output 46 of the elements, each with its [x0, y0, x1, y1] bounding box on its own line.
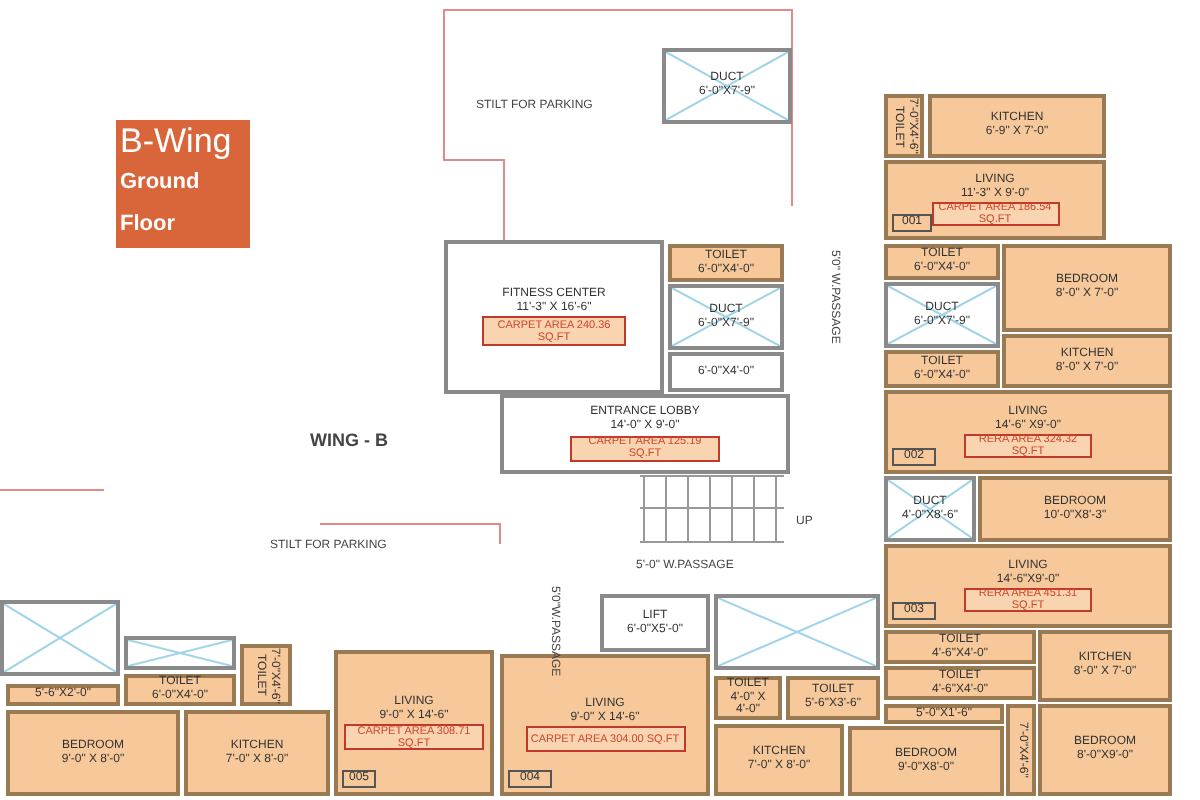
room-area	[500, 394, 790, 474]
room-area	[6, 710, 180, 796]
room-area	[1002, 334, 1172, 388]
room-area	[928, 94, 1106, 158]
room-area	[714, 724, 844, 796]
flat-number-tag	[892, 448, 936, 466]
room-area	[714, 676, 782, 720]
room-area	[884, 350, 1000, 388]
room-area	[848, 726, 1004, 796]
room-area	[444, 240, 664, 394]
area-tag	[964, 434, 1092, 459]
room-area	[668, 352, 784, 392]
flat-number-tag	[342, 770, 376, 788]
area-tag	[525, 726, 685, 753]
area-tag	[964, 588, 1092, 613]
room-area	[1006, 704, 1036, 796]
room-area	[786, 676, 880, 720]
title-text: B-Wing	[120, 124, 232, 162]
room-area	[600, 594, 710, 652]
room-area	[884, 160, 1106, 240]
flat-number-tag	[892, 214, 932, 232]
subtitle-text: Ground Floor	[120, 167, 200, 240]
room-area	[884, 544, 1172, 628]
room-area	[978, 476, 1172, 542]
room-area	[884, 666, 1036, 700]
room-area	[1038, 630, 1172, 702]
room-area	[884, 630, 1036, 664]
area-label: WING - B	[310, 430, 388, 450]
room-area	[334, 650, 494, 796]
flat-number-tag	[508, 770, 552, 788]
room-area	[884, 94, 924, 158]
room-area	[884, 704, 1004, 724]
area-tag	[344, 724, 484, 751]
room-area	[1038, 704, 1172, 796]
room-area	[124, 674, 236, 706]
flat-number-tag	[892, 602, 936, 620]
room-area	[1002, 244, 1172, 332]
room-area	[884, 390, 1172, 474]
title-panel	[116, 120, 250, 248]
room-area	[668, 244, 784, 282]
room-area	[884, 244, 1000, 280]
room-area	[6, 684, 120, 706]
area-tag	[482, 316, 626, 347]
room-area	[184, 710, 330, 796]
area-tag	[570, 435, 720, 462]
room-area	[240, 644, 292, 706]
